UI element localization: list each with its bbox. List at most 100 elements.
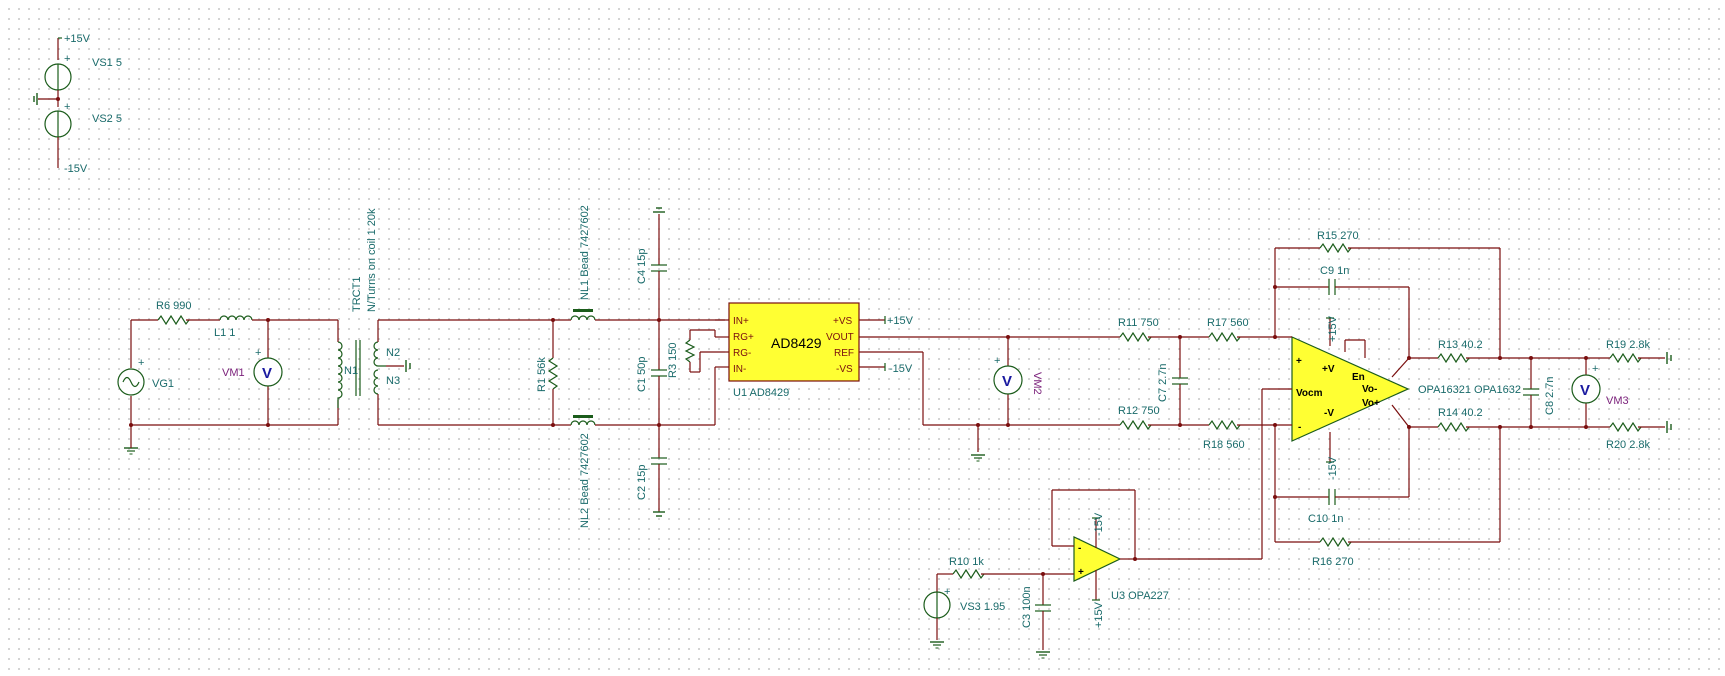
r12-resistor[interactable] [1119,419,1152,431]
u2-pin-plus: + [1296,356,1302,367]
u1-pin-rg-plus: RG+ [733,332,754,343]
feedback-network: R15 270 C9 1n C10 1n R16 270 [1273,230,1501,568]
r15-label: R15 270 [1317,230,1359,242]
nl1-label: NL1 Bead 7427602 [579,205,591,300]
vm2-plus: + [994,355,1000,367]
trct1-label: TRCT1 [351,277,363,312]
r10-label: R10 1k [949,556,984,568]
r14-label: R14 40.2 [1438,407,1483,419]
u3-pin-plus: + [1078,567,1084,578]
r16-resistor[interactable] [1319,536,1352,548]
vm2-label: VM2 [1031,372,1043,395]
r17-resistor[interactable] [1208,331,1241,343]
r3-label: R3 150 [667,343,679,378]
r6-label: R6 990 [156,300,191,312]
n3-label: N3 [386,375,400,387]
vm2-voltmeter[interactable] [993,365,1023,395]
u1-pin-ref: REF [834,348,854,359]
u1-part-name: AD8429 [771,335,822,351]
vs3-plus: + [944,586,950,598]
l1-inductor[interactable] [219,315,253,321]
c9-label: C9 1n [1320,265,1349,277]
vm3-label: VM3 [1606,395,1629,407]
r14-resistor[interactable] [1437,421,1470,433]
u1-ad8429[interactable]: IN+ RG+ RG- IN- +VS VOUT REF -VS AD8429 … [715,302,914,399]
vg1-label: VG1 [152,378,174,390]
r13-resistor[interactable] [1437,352,1470,364]
u3-vneg-label: -15V [1093,512,1105,536]
c2-label: C2 15p [636,465,648,500]
vocm-reference: - + -15V +15V U3 OPA227 R10 1k C3 100n +… [923,489,1262,659]
u3-ref-label: U3 OPA227 [1111,590,1169,602]
neg-rail-label: -15V [64,163,88,175]
r1-resistor[interactable] [547,357,559,390]
interstage: V + VM2 R11 750 R12 750 C7 2.7n R17 560 … [859,317,1277,462]
r16-label: R16 270 [1312,556,1354,568]
vm1-voltmeter[interactable] [253,357,283,387]
r3-resistor[interactable] [684,339,696,363]
u1-pin-vout: VOUT [826,332,854,343]
r11-resistor[interactable] [1119,331,1152,343]
output-stage: R13 40.2 R14 40.2 C8 2.7n V + VM3 R19 2.… [1407,339,1672,451]
u1-pin-in-minus: IN- [733,364,746,375]
vm3-voltmeter[interactable] [1571,374,1601,404]
u2-pin-vplus: +V [1322,364,1335,375]
r19-label: R19 2.8k [1606,339,1651,351]
c3-label: C3 100n [1021,586,1033,628]
u3-opa227[interactable] [1073,536,1122,582]
vs3-label: VS3 1.95 [960,601,1005,613]
u1-pin-in-plus: IN+ [733,316,749,327]
vs1-label: VS1 5 [92,57,122,69]
trct1-transformer[interactable]: N1 N2 N3 TRCT1 N/Turns on coil 1 20k [337,208,411,425]
u1-ref-label: U1 AD8429 [733,387,789,399]
c8-label: C8 2.7n [1544,376,1556,415]
c10-label: C10 1n [1308,513,1343,525]
u2-pin-vminus: -V [1324,408,1334,419]
r20-label: R20 2.8k [1606,439,1651,451]
u1-pin-vs-plus: +VS [833,316,853,327]
r11-label: R11 750 [1118,317,1159,329]
u2-pin-vo-minus: Vo- [1362,384,1377,395]
vm3-plus: + [1592,363,1598,375]
u2-ref-label: OPA16321 OPA1632 [1418,384,1521,396]
u2-vpos-label: +15V [1327,315,1339,342]
vs2-plus: + [64,101,70,113]
n2-label: N2 [386,347,400,359]
vs1-plus: + [64,53,70,65]
c7-label: C7 2.7n [1157,363,1169,402]
u1-vs-pos: +15V [887,315,914,327]
u2-pin-vo-plus: Vo+ [1362,398,1380,409]
vg1-plus: + [138,357,144,369]
vm1-symbol: V [262,365,272,382]
u2-pin-en: En [1352,372,1365,383]
pos-rail-label: +15V [64,33,91,45]
r15-resistor[interactable] [1319,242,1352,254]
c4-label: C4 15p [636,249,648,284]
r13-label: R13 40.2 [1438,339,1483,351]
trct1-desc: N/Turns on coil 1 20k [366,208,378,312]
vm1-plus: + [255,347,261,359]
u1-pin-vs-minus: -VS [836,364,853,375]
u2-pin-minus: - [1298,422,1301,433]
u3-vpos-label: +15V [1093,601,1105,628]
nl2-bead[interactable] [570,420,596,426]
u2-opa1632[interactable]: + - +V -V En Vocm Vo- Vo+ +15V -15V OPA1… [1261,315,1521,559]
vm2-symbol: V [1002,373,1012,390]
u2-pin-vocm: Vocm [1296,388,1323,399]
vs2-label: VS2 5 [92,113,122,125]
supply-sources: +15V -15V VS1 5 VS2 5 + + [33,33,122,175]
input-section: + VG1 R6 990 L1 1 V + VM1 [117,300,338,455]
n1-label: N1 [344,365,358,377]
nl1-bead[interactable] [570,315,596,321]
c1-label: C1 50p [636,357,648,392]
u1-pin-rg-minus: RG- [733,348,751,359]
r18-resistor[interactable] [1208,419,1241,431]
r19-resistor[interactable] [1609,352,1642,364]
r6-resistor[interactable] [157,314,190,326]
u1-vs-neg: -15V [889,363,913,375]
r20-resistor[interactable] [1609,421,1642,433]
r10-resistor[interactable] [952,568,985,580]
r12-label: R12 750 [1118,405,1160,417]
